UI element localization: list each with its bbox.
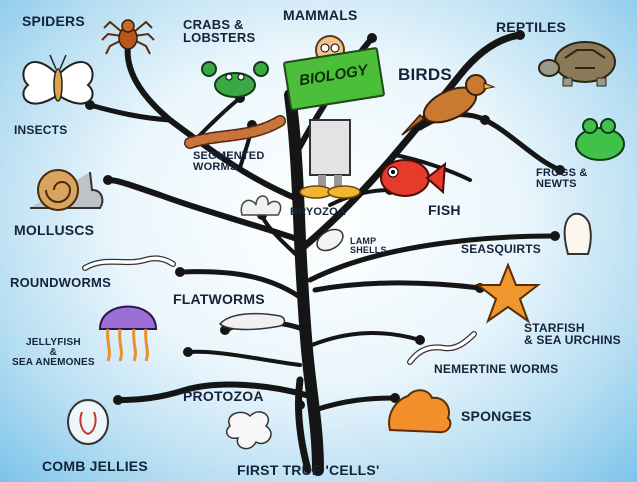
label-segmented-worms: SEGMENTED WORMS — [193, 151, 264, 173]
roundworm-icon — [85, 258, 173, 268]
combjelly-icon — [68, 400, 108, 444]
sponge-icon — [389, 390, 450, 432]
label-frogs-newts: FROGS & NEWTS — [536, 168, 588, 190]
tortoise-icon — [539, 42, 615, 86]
butterfly-icon — [23, 55, 92, 104]
lampshell-icon — [313, 225, 346, 255]
label-nemertine-worms: NEMERTINE WORMS — [434, 363, 558, 375]
nemertine-icon — [410, 334, 474, 362]
label-seasquirts: SEASQUIRTS — [461, 243, 541, 255]
snail-icon — [30, 170, 102, 210]
label-bryozoa: BRYOZOA — [290, 207, 346, 218]
flatworm-icon — [220, 314, 285, 330]
label-protozoa: PROTOZOA — [183, 389, 264, 403]
seasquirt-icon — [565, 214, 591, 254]
jellyfish-icon — [100, 307, 156, 362]
label-flatworms: FLATWORMS — [173, 292, 265, 306]
frog-icon — [576, 119, 624, 160]
bird-icon — [402, 75, 494, 135]
label-roundworms: ROUNDWORMS — [10, 276, 111, 289]
label-first-true-cells: FIRST TRUE 'CELLS' — [237, 463, 379, 477]
label-insects: INSECTS — [14, 124, 67, 136]
label-starfish: STARFISH & SEA URCHINS — [524, 322, 621, 346]
book-title: BIOLOGY — [287, 60, 381, 91]
worm-icon — [190, 121, 280, 143]
crab-icon — [202, 62, 268, 97]
spider-icon — [102, 20, 154, 54]
fish-icon — [381, 160, 445, 196]
label-fish: FISH — [428, 203, 461, 217]
label-spiders: SPIDERS — [22, 14, 85, 28]
amoeba-icon — [227, 412, 271, 449]
label-lamp-shells: LAMP SHELLS — [350, 237, 387, 255]
label-birds: BIRDS — [398, 66, 452, 83]
label-sponges: SPONGES — [461, 409, 532, 423]
bryozoa-icon — [241, 196, 280, 215]
label-crabs-lobsters: CRABS & LOBSTERS — [183, 18, 255, 45]
label-reptiles: REPTILES — [496, 20, 566, 34]
label-comb-jellies: COMB JELLIES — [42, 459, 148, 473]
label-jellyfish: JELLYFISH & SEA ANEMONES — [12, 338, 95, 369]
starfish-icon — [478, 265, 538, 321]
label-mammals: MAMMALS — [283, 8, 358, 22]
label-molluscs: MOLLUSCS — [14, 223, 94, 237]
